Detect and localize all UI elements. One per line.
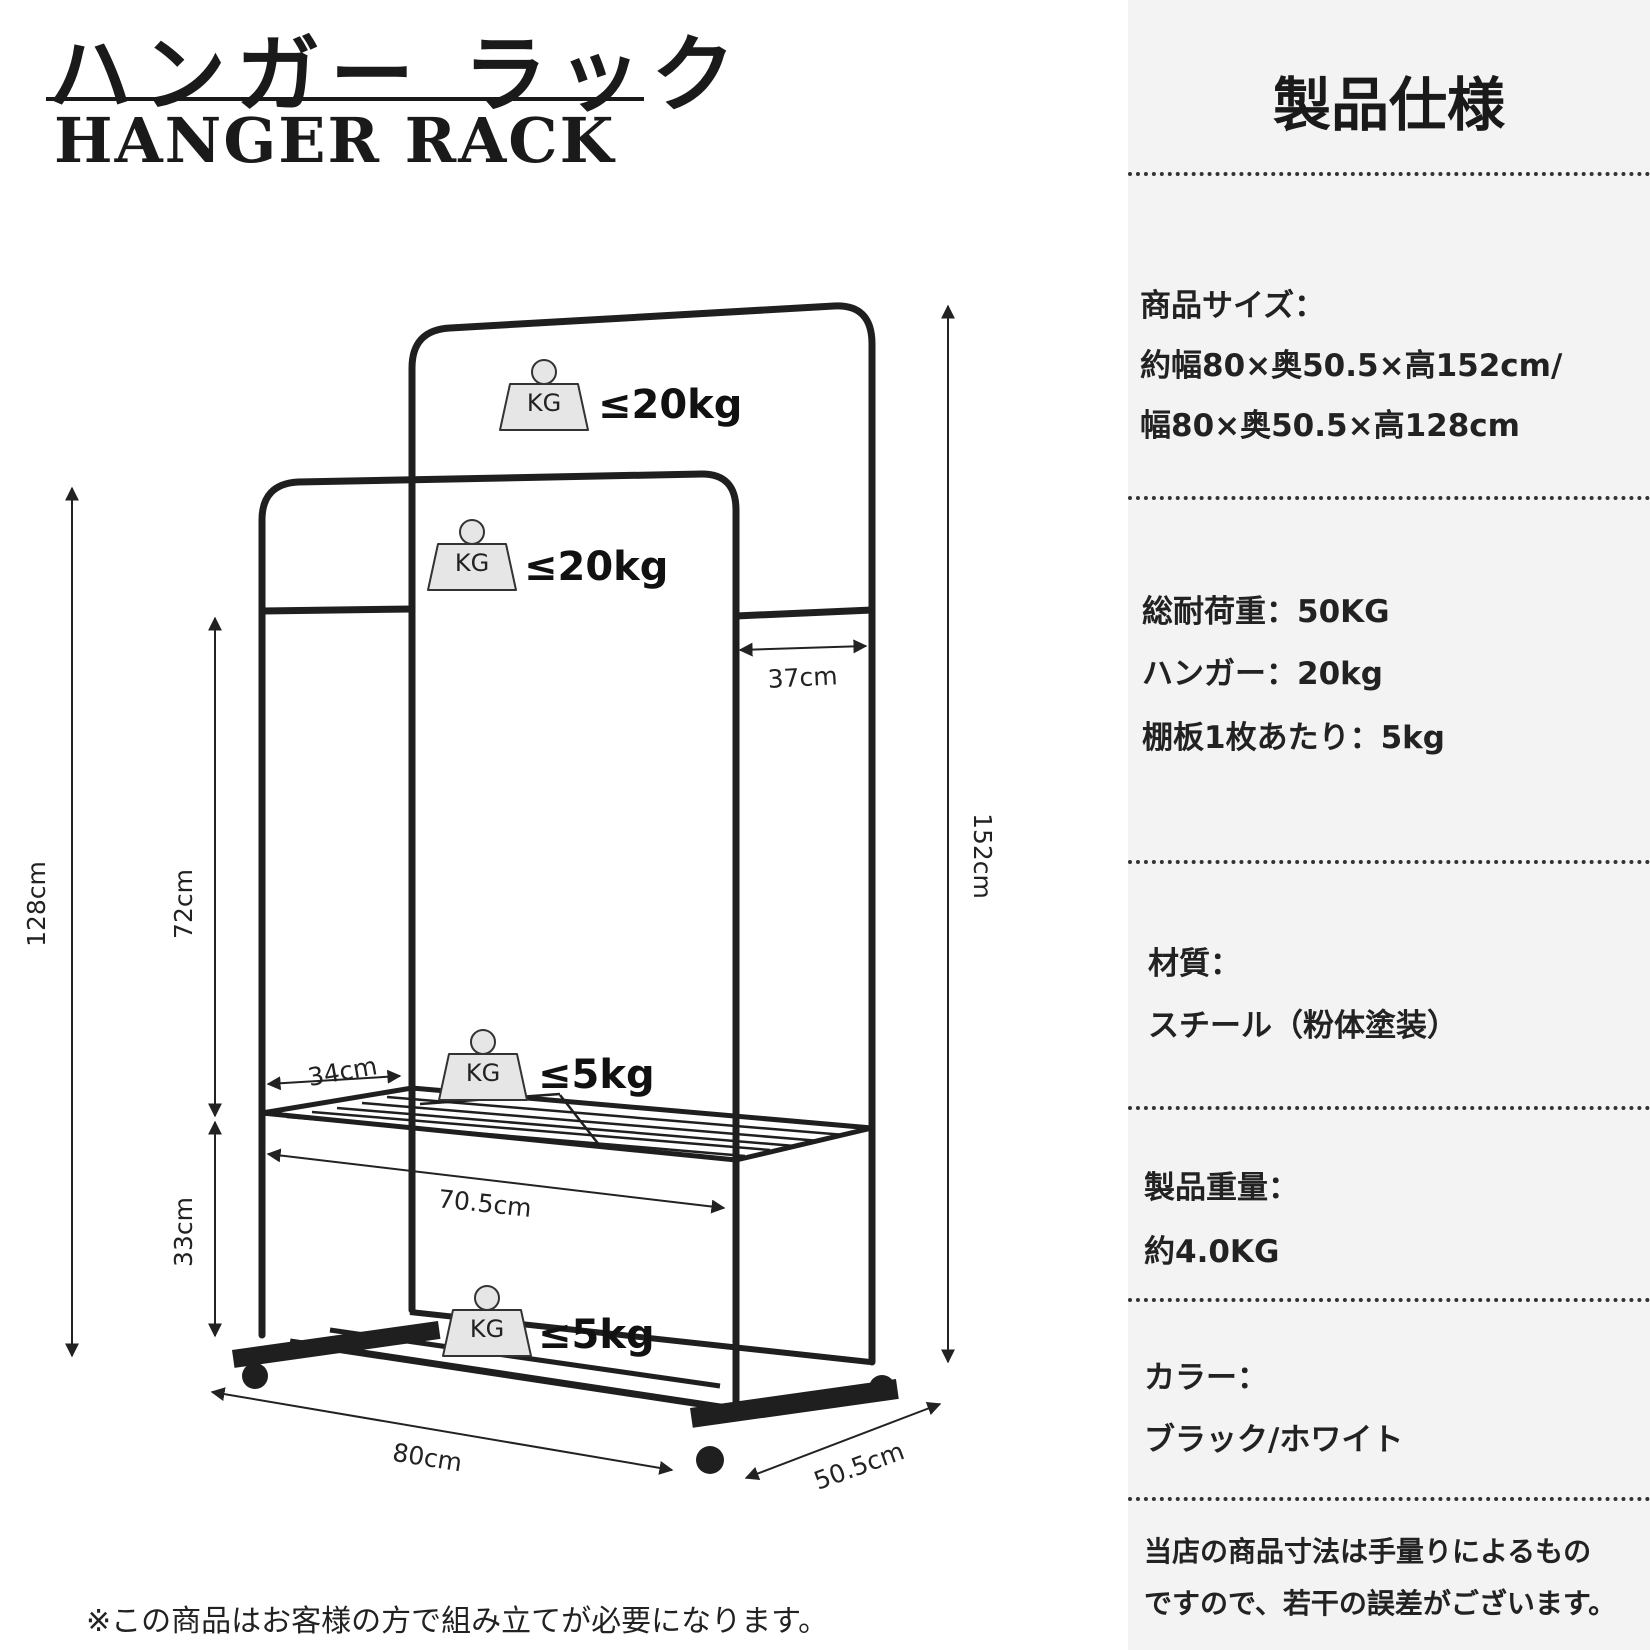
material-label: 材質： xyxy=(1148,946,1241,982)
title-japanese: ハンガー ラック xyxy=(48,26,746,124)
measurement-note-1: 当店の商品寸法は手量りによるもの xyxy=(1144,1535,1592,1568)
weight-label: 製品重量： xyxy=(1144,1170,1299,1206)
load-shelf: 棚板1枚あたり：5kg xyxy=(1142,720,1445,756)
size-line-1: 約幅80×奥50.5×高152cm/ xyxy=(1140,348,1563,384)
dim-70-5cm: 70.5cm xyxy=(437,1184,533,1223)
dim-80cm: 80cm xyxy=(391,1438,465,1478)
divider xyxy=(1128,172,1650,176)
dim-33cm: 33cm xyxy=(169,1197,198,1267)
shelf-grid xyxy=(286,1092,846,1158)
capacity-upper-hanger: ≤20kg xyxy=(598,382,742,428)
load-hanger: ハンガー：20kg xyxy=(1142,656,1383,692)
dim-37cm: 37cm xyxy=(767,661,838,694)
title-english: HANGER RACK xyxy=(54,104,616,177)
divider xyxy=(1128,1497,1650,1501)
kg-badge-label: KG xyxy=(466,1059,500,1087)
title-underline xyxy=(46,97,644,101)
weight-badge-lower: KG xyxy=(427,519,517,591)
dim-72cm: 72cm xyxy=(169,869,198,939)
divider xyxy=(1128,496,1650,500)
dim-50-5cm: 50.5cm xyxy=(810,1436,908,1490)
weight-value: 約4.0KG xyxy=(1144,1234,1280,1270)
kg-badge-label: KG xyxy=(470,1315,504,1343)
load-total: 総耐荷重：50KG xyxy=(1142,594,1390,630)
kg-badge-label: KG xyxy=(527,389,561,417)
assembly-footnote: ※この商品はお客様の方で組み立てが必要になります。 xyxy=(86,1604,829,1639)
rack-diagram: 128cm 72cm 33cm 152cm 37cm 34cm 70.5cm 8… xyxy=(22,302,997,1490)
spec-panel xyxy=(1128,0,1650,1650)
rack-frame xyxy=(258,302,876,1412)
capacity-lower-hanger: ≤20kg xyxy=(524,544,668,590)
dimension-arrows xyxy=(65,304,955,1481)
size-line-2: 幅80×奥50.5×高128cm xyxy=(1140,408,1520,444)
dim-152cm: 152cm xyxy=(968,813,997,899)
divider xyxy=(1128,1106,1650,1110)
color-label: カラー： xyxy=(1144,1360,1268,1396)
dim-34cm: 34cm xyxy=(306,1051,380,1092)
weight-badge-upper: KG xyxy=(499,359,589,431)
color-value: ブラック/ホワイト xyxy=(1144,1422,1404,1458)
spec-heading: 製品仕様 xyxy=(1272,71,1505,139)
measurement-note-2: ですので、若干の誤差がございます。 xyxy=(1144,1587,1617,1620)
divider xyxy=(1128,860,1650,864)
kg-badge-label: KG xyxy=(455,549,489,577)
size-label: 商品サイズ： xyxy=(1140,288,1326,324)
capacity-base: ≤5kg xyxy=(538,1312,655,1358)
material-value: スチール（粉体塗装） xyxy=(1148,1008,1458,1044)
weight-badge-shelf: KG xyxy=(438,1029,528,1101)
capacity-shelf: ≤5kg xyxy=(538,1052,655,1098)
divider xyxy=(1128,1298,1650,1302)
dim-128cm: 128cm xyxy=(22,861,51,947)
weight-badge-base: KG xyxy=(442,1285,532,1357)
